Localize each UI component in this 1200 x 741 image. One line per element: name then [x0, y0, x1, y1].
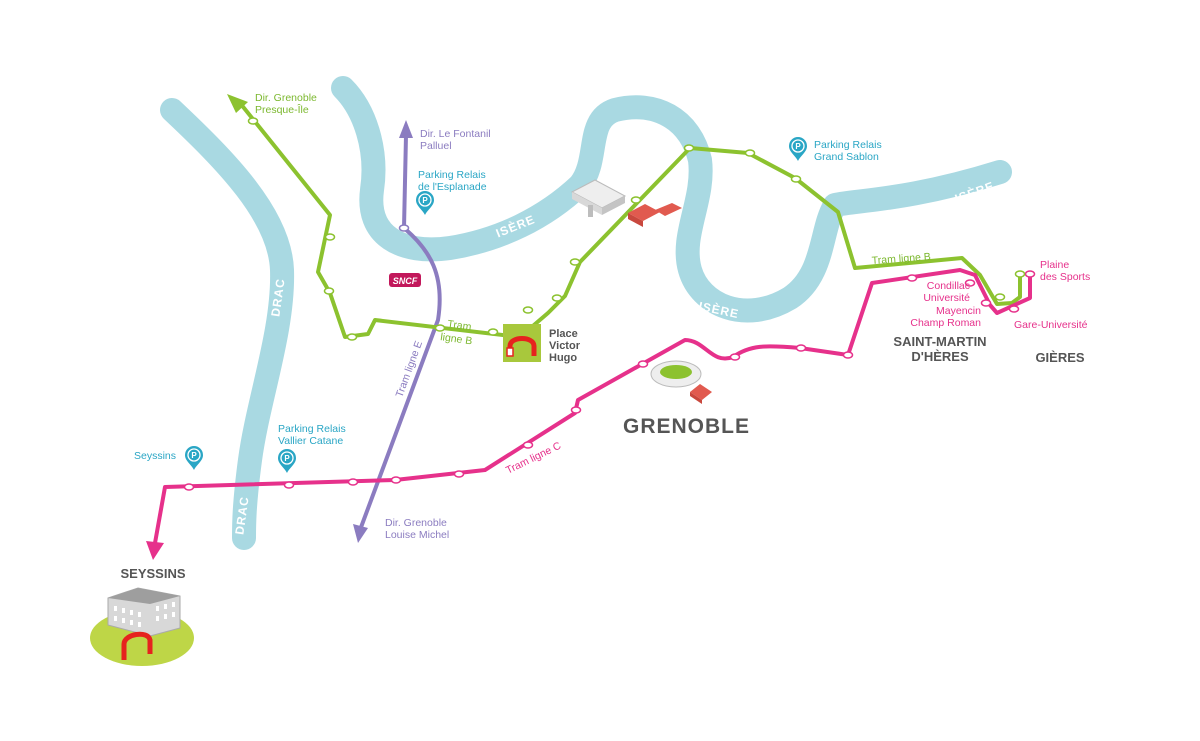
station-dot[interactable] — [283, 481, 295, 489]
tram-c-label: Tram ligne C — [504, 440, 563, 477]
place-victor-hugo-line1: Place — [549, 328, 578, 340]
station-plaine-line1: Plaine — [1040, 259, 1069, 271]
rivers — [160, 76, 1012, 550]
station-dot[interactable] — [522, 306, 534, 314]
station-gare-universite: Gare-Université — [1014, 319, 1088, 331]
parking-seyssins-label: Seyssins — [134, 450, 176, 462]
station-dot[interactable] — [637, 360, 649, 368]
river-label-drac-2: DRAC — [232, 495, 251, 535]
station-dot[interactable] — [729, 353, 741, 361]
station-plaine-line2: des Sports — [1040, 271, 1090, 283]
place-victor-hugo-icon — [503, 324, 541, 362]
parking-esplanade-line2: de l'Esplanade — [418, 181, 487, 193]
station-condillac-line2: Université — [923, 292, 970, 304]
direction-labels: Dir. Grenoble Presque-Île Dir. Le Fontan… — [255, 92, 491, 541]
station-dot[interactable] — [434, 324, 446, 332]
station-dot[interactable] — [630, 196, 642, 204]
grand-place-building-icon — [570, 179, 627, 217]
tram-e-path — [358, 133, 442, 532]
city-grenoble: GRENOBLE — [623, 415, 750, 438]
station-dot[interactable] — [551, 294, 563, 302]
station-mayencin-line1: Mayencin — [936, 305, 981, 317]
station-dot[interactable] — [964, 279, 976, 287]
seyssins-chateau-icon — [90, 587, 194, 666]
station-dot[interactable] — [790, 175, 802, 183]
sncf-logo: SNCF — [389, 273, 421, 287]
station-dot[interactable] — [842, 351, 854, 359]
place-victor-hugo-line3: Hugo — [549, 352, 577, 364]
station-dot[interactable] — [1024, 270, 1036, 278]
parking-labels: Parking Relais de l'Esplanade Parking Re… — [134, 139, 882, 462]
parking-icon-text: P — [422, 196, 428, 205]
tram-b-label-west-1: Tram — [447, 318, 473, 333]
river-isere — [331, 76, 1012, 323]
station-labels: Plaine des Sports Condillac Université M… — [549, 259, 1090, 364]
station-dots — [183, 117, 1036, 491]
dir-fontanil-line2: Palluel — [420, 140, 452, 152]
tram-e-arrow-north — [399, 120, 413, 138]
parking-icon-esplanade[interactable]: P — [416, 191, 434, 215]
parking-grand-sablon-line2: Grand Sablon — [814, 151, 879, 163]
parking-icon-text: P — [795, 142, 801, 151]
tram-b-arrow — [227, 94, 248, 113]
parking-icon-grand-sablon[interactable]: P — [789, 137, 807, 161]
river-drac — [160, 98, 295, 550]
station-dot[interactable] — [522, 441, 534, 449]
station-dot[interactable] — [980, 299, 992, 307]
station-dot[interactable] — [795, 344, 807, 352]
sncf-label: SNCF — [393, 276, 418, 286]
parking-grand-sablon-line1: Parking Relais — [814, 139, 882, 151]
city-seyssins: SEYSSINS — [120, 566, 185, 581]
station-dot[interactable] — [347, 478, 359, 486]
station-dot[interactable] — [390, 476, 402, 484]
station-mayencin-line2: Champ Roman — [910, 317, 981, 329]
station-dot[interactable] — [324, 233, 336, 241]
station-dot[interactable] — [453, 470, 465, 478]
city-smh-line2: D'HÈRES — [911, 349, 969, 364]
tram-b-label-east: Tram ligne B — [871, 251, 931, 267]
parking-icon-text: P — [191, 451, 197, 460]
venue-icon-north — [628, 203, 682, 227]
parking-esplanade-line1: Parking Relais — [418, 169, 486, 181]
city-smh-line1: SAINT-MARTIN — [893, 334, 986, 349]
venue-icon-stadium — [690, 384, 712, 404]
parking-icon-vallier[interactable]: P — [278, 449, 296, 473]
station-dot[interactable] — [994, 293, 1006, 301]
parking-icons: P P P P — [185, 137, 807, 473]
tram-line-e[interactable] — [358, 133, 442, 532]
station-dot[interactable] — [1014, 270, 1026, 278]
parking-vallier-line1: Parking Relais — [278, 423, 346, 435]
dir-presque-ile-line1: Dir. Grenoble — [255, 92, 317, 104]
dir-fontanil-line1: Dir. Le Fontanil — [420, 128, 491, 140]
station-dot[interactable] — [744, 149, 756, 157]
tram-e-arrow-south — [353, 524, 368, 543]
tram-b-label-west-2: ligne B — [440, 331, 473, 347]
stadium-icon — [650, 360, 702, 388]
station-dot[interactable] — [247, 117, 259, 125]
dir-louise-michel-line1: Dir. Grenoble — [385, 517, 447, 529]
station-dot[interactable] — [398, 224, 410, 232]
station-dot[interactable] — [906, 274, 918, 282]
city-gieres: GIÈRES — [1035, 350, 1084, 365]
river-label-drac-1: DRAC — [268, 277, 287, 317]
station-dot[interactable] — [569, 258, 581, 266]
tram-c-arrow — [146, 541, 164, 560]
station-dot[interactable] — [683, 144, 695, 152]
station-condillac-line1: Condillac — [927, 280, 970, 292]
station-dot[interactable] — [570, 406, 582, 414]
parking-vallier-line2: Vallier Catane — [278, 435, 343, 447]
dir-louise-michel-line2: Louise Michel — [385, 529, 449, 541]
station-dot[interactable] — [487, 328, 499, 336]
station-dot[interactable] — [323, 287, 335, 295]
station-dot[interactable] — [1008, 305, 1020, 313]
station-dot[interactable] — [346, 333, 358, 341]
parking-icon-seyssins[interactable]: P — [185, 446, 203, 470]
place-labels: GRENOBLE SAINT-MARTIN D'HÈRES GIÈRES SEY… — [120, 334, 1084, 581]
station-dot[interactable] — [183, 483, 195, 491]
dir-presque-ile-line2: Presque-Île — [255, 103, 309, 116]
parking-icon-text: P — [284, 454, 290, 463]
place-victor-hugo-line2: Victor — [549, 340, 581, 352]
